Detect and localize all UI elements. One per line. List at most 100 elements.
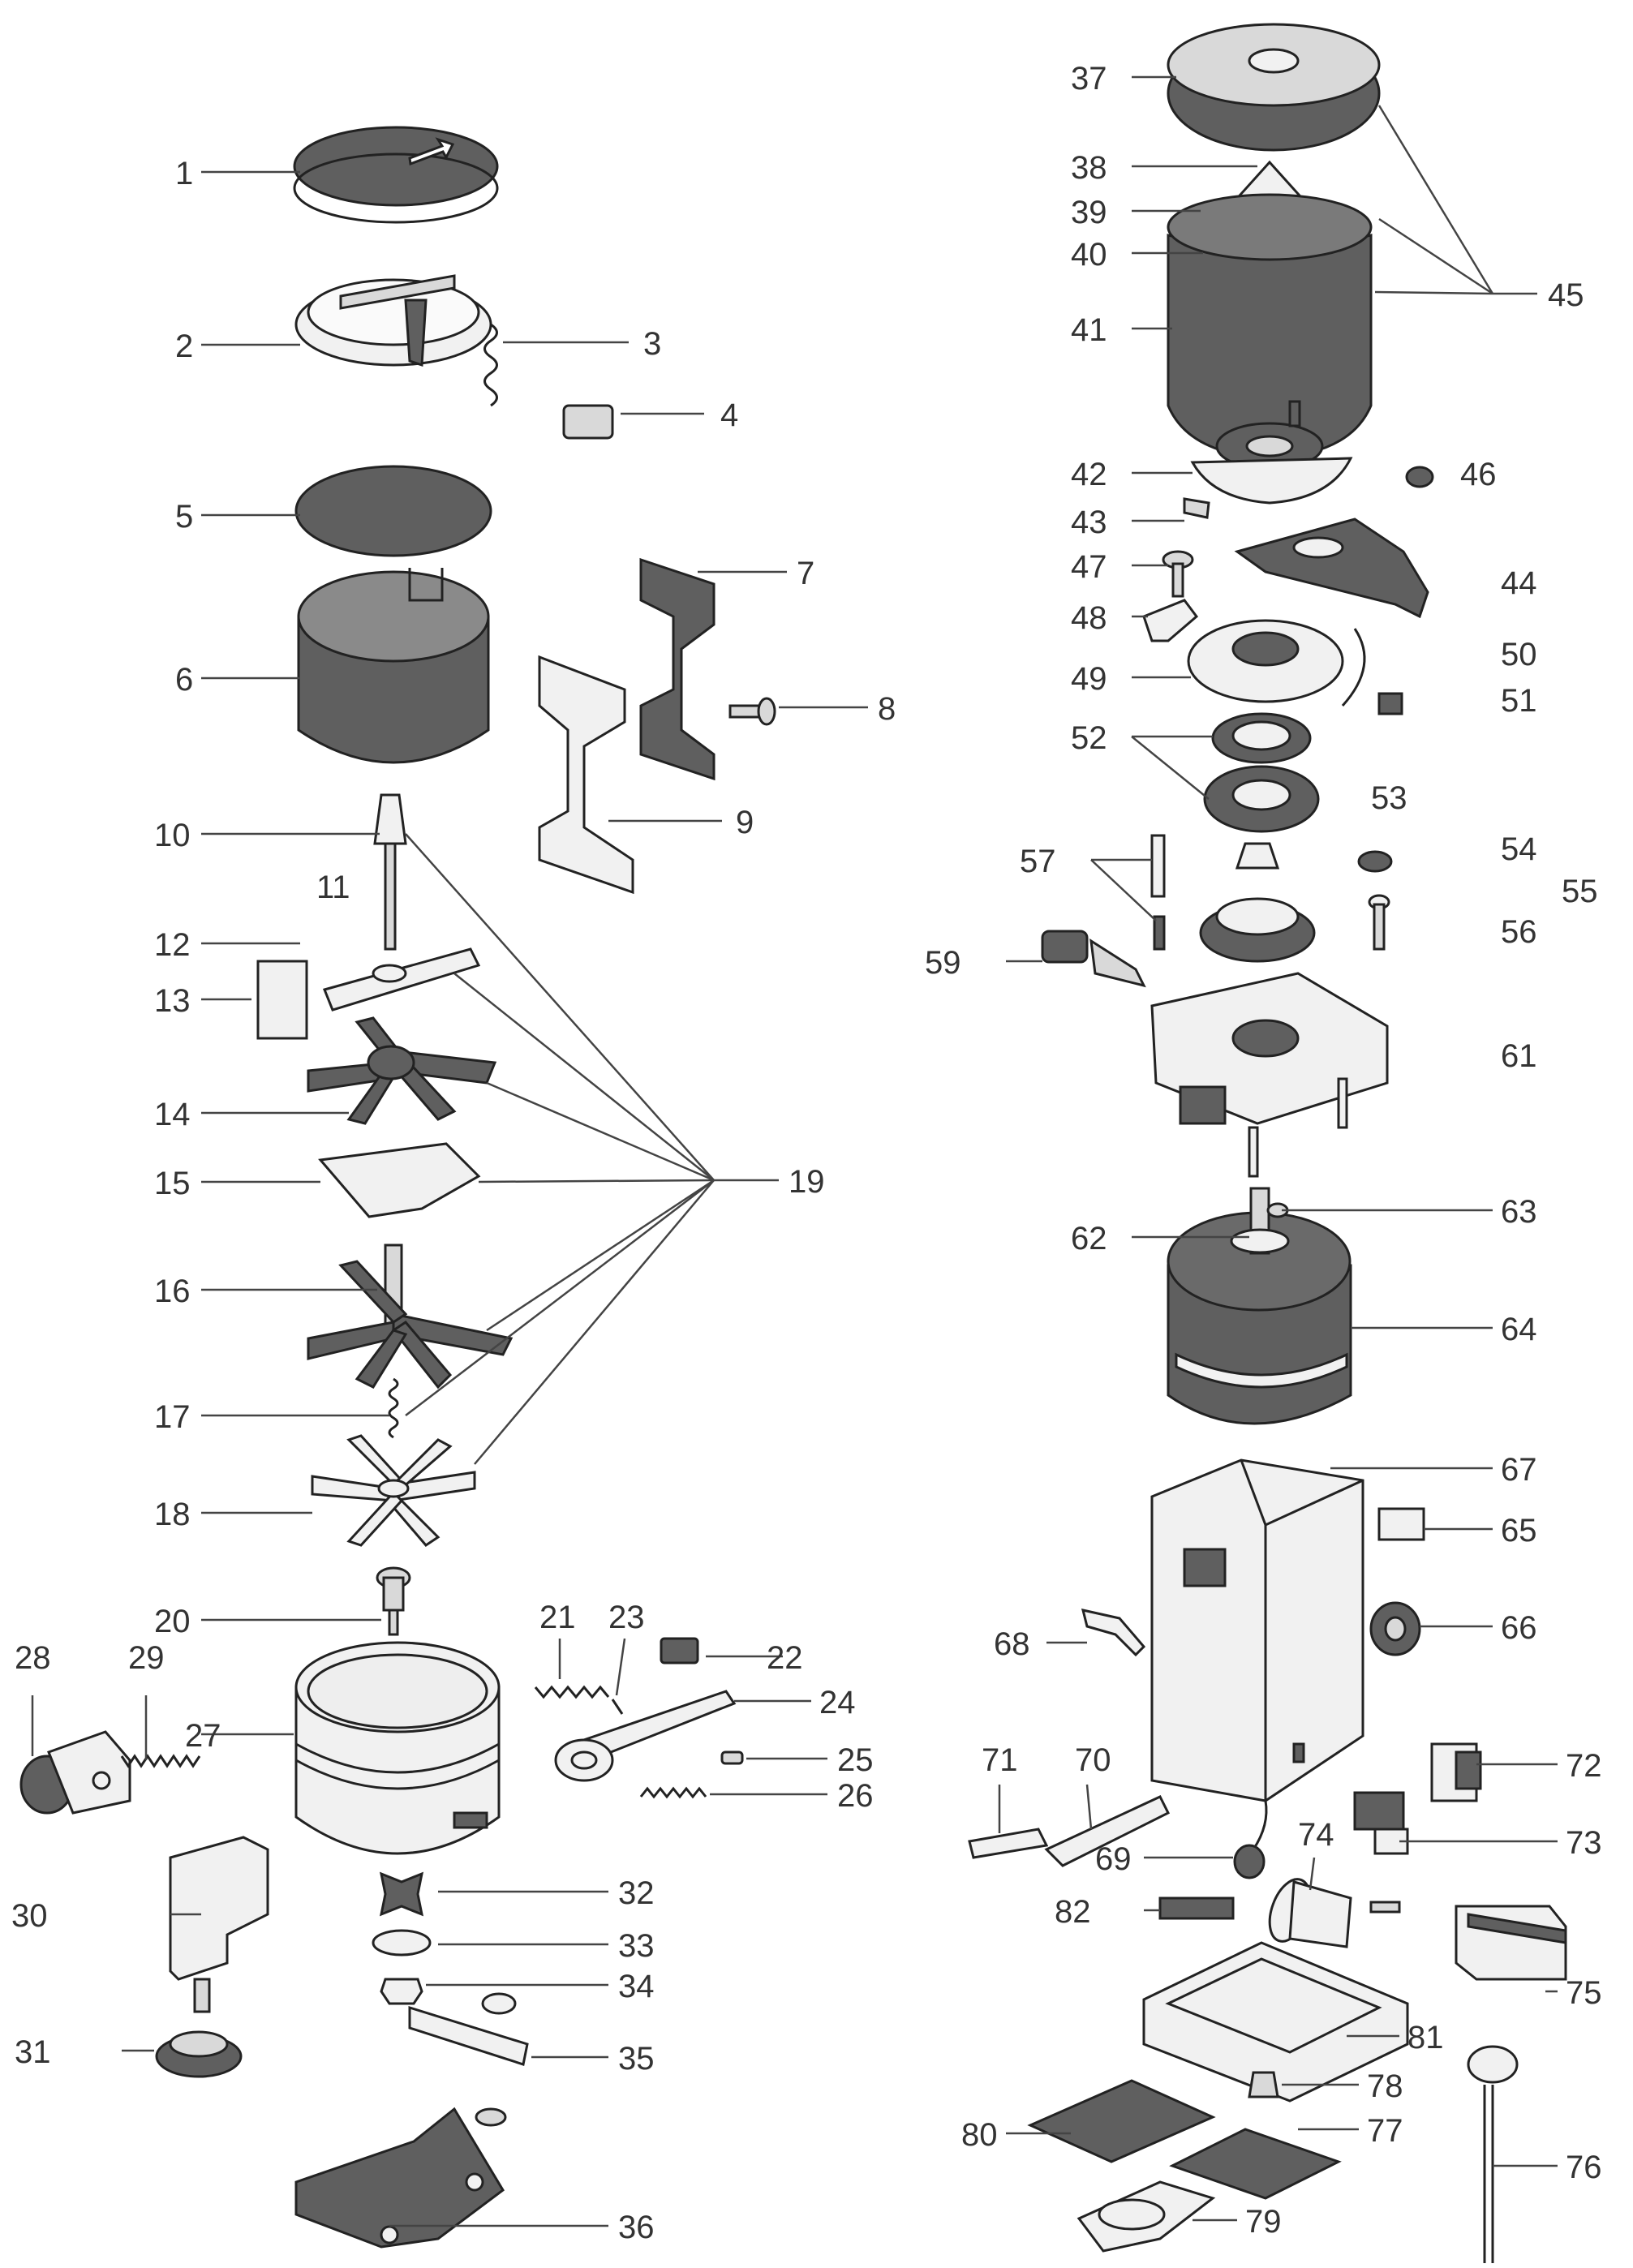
part-33-washer [372, 1929, 432, 1957]
label-36: 36 [618, 2210, 655, 2245]
callout-labels: 1 2 3 4 5 6 7 8 9 10 11 12 13 14 15 16 1… [11, 61, 1602, 2245]
label-34: 34 [618, 1969, 655, 2004]
label-25: 25 [837, 1742, 874, 1778]
label-52: 52 [1071, 720, 1107, 756]
label-70: 70 [1075, 1742, 1111, 1778]
label-17: 17 [154, 1399, 191, 1435]
label-80: 80 [961, 2117, 998, 2153]
label-41: 41 [1071, 312, 1107, 348]
label-67: 67 [1501, 1452, 1537, 1488]
label-75: 75 [1566, 1975, 1602, 2011]
label-45: 45 [1548, 277, 1584, 313]
label-5: 5 [175, 499, 193, 535]
part-44-slide [1234, 518, 1429, 619]
label-22: 22 [767, 1640, 803, 1676]
label-47: 47 [1071, 549, 1107, 585]
part-5-disk [294, 465, 492, 557]
label-81: 81 [1407, 2020, 1444, 2055]
part-8-screw [728, 697, 776, 726]
label-50: 50 [1501, 637, 1537, 672]
label-9: 9 [736, 805, 754, 840]
part-26-spring [639, 1786, 707, 1799]
label-27: 27 [185, 1718, 221, 1754]
label-48: 48 [1071, 600, 1107, 636]
part-73-switch [1353, 1791, 1409, 1855]
label-65: 65 [1501, 1513, 1537, 1549]
label-79: 79 [1245, 2204, 1282, 2240]
part-74-capacitor [1268, 1878, 1401, 1948]
label-59: 59 [925, 945, 961, 981]
label-57: 57 [1020, 844, 1056, 879]
part-71-fork [968, 1828, 1049, 1859]
part-68-handle [1081, 1609, 1146, 1657]
label-16: 16 [154, 1274, 191, 1309]
label-33: 33 [618, 1928, 655, 1964]
part-79-drip-tray [1076, 2180, 1216, 2253]
part-47-screw [1162, 550, 1194, 598]
part-29-spring [120, 1754, 201, 1768]
part-32-star-nut [379, 1871, 424, 1917]
label-31: 31 [15, 2034, 51, 2070]
label-13: 13 [154, 983, 191, 1019]
label-46: 46 [1460, 457, 1497, 492]
part-10-pin [373, 793, 407, 951]
part-69-cable [1233, 1800, 1268, 1879]
label-53: 53 [1371, 780, 1407, 816]
label-30: 30 [11, 1898, 48, 1934]
label-42: 42 [1071, 457, 1107, 492]
label-10: 10 [154, 818, 191, 853]
label-37: 37 [1071, 61, 1107, 97]
part-1-lid [293, 126, 499, 224]
label-43: 43 [1071, 505, 1107, 540]
part-62-rotor-shaft [1230, 1187, 1290, 1255]
label-14: 14 [154, 1097, 191, 1132]
part-15-plate [318, 1142, 481, 1218]
label-66: 66 [1501, 1610, 1537, 1646]
label-11: 11 [316, 870, 350, 905]
label-4: 4 [720, 397, 738, 433]
label-69: 69 [1095, 1841, 1132, 1877]
label-1: 1 [175, 156, 193, 191]
label-64: 64 [1501, 1312, 1537, 1347]
label-32: 32 [618, 1875, 655, 1911]
part-18-star [311, 1434, 476, 1547]
label-38: 38 [1071, 150, 1107, 186]
label-82: 82 [1055, 1894, 1091, 1930]
label-18: 18 [154, 1497, 191, 1532]
part-50-rotation-arrow [1341, 628, 1366, 707]
part-24-lever [554, 1690, 737, 1782]
part-35-spring-plate [408, 1992, 529, 2066]
label-56: 56 [1501, 914, 1537, 950]
part-20-screw [376, 1566, 411, 1636]
part-75-relay [1455, 1905, 1567, 1981]
label-40: 40 [1071, 237, 1107, 273]
part-21-spring [534, 1685, 610, 1699]
part-34-nut [380, 1978, 423, 2005]
part-48-clip [1142, 599, 1199, 642]
label-62: 62 [1071, 1221, 1107, 1256]
label-12: 12 [154, 927, 191, 963]
part-76-cord [1467, 2045, 1519, 2263]
part-43-shim [1183, 497, 1210, 519]
part-42-base [1190, 457, 1353, 505]
label-63: 63 [1501, 1194, 1537, 1230]
part-49-burr-ring [1187, 619, 1344, 703]
label-23: 23 [608, 1600, 645, 1635]
part-6-container [297, 568, 490, 764]
part-2-hopper-ring [294, 274, 498, 407]
part-59-knob [1041, 930, 1146, 988]
part-36-plate [294, 2107, 507, 2249]
part-56-screw [1368, 894, 1390, 951]
part-67-body [1150, 1458, 1364, 1802]
label-8: 8 [878, 691, 896, 727]
label-77: 77 [1367, 2113, 1403, 2149]
label-21: 21 [539, 1600, 576, 1635]
part-28-clamp [19, 1730, 131, 1815]
part-4-microswitch [562, 404, 614, 440]
part-46-nut [1405, 466, 1434, 488]
label-71: 71 [982, 1742, 1018, 1778]
part-30-spout [169, 1836, 269, 2013]
label-26: 26 [837, 1778, 874, 1814]
part-9-bracket [538, 655, 634, 895]
